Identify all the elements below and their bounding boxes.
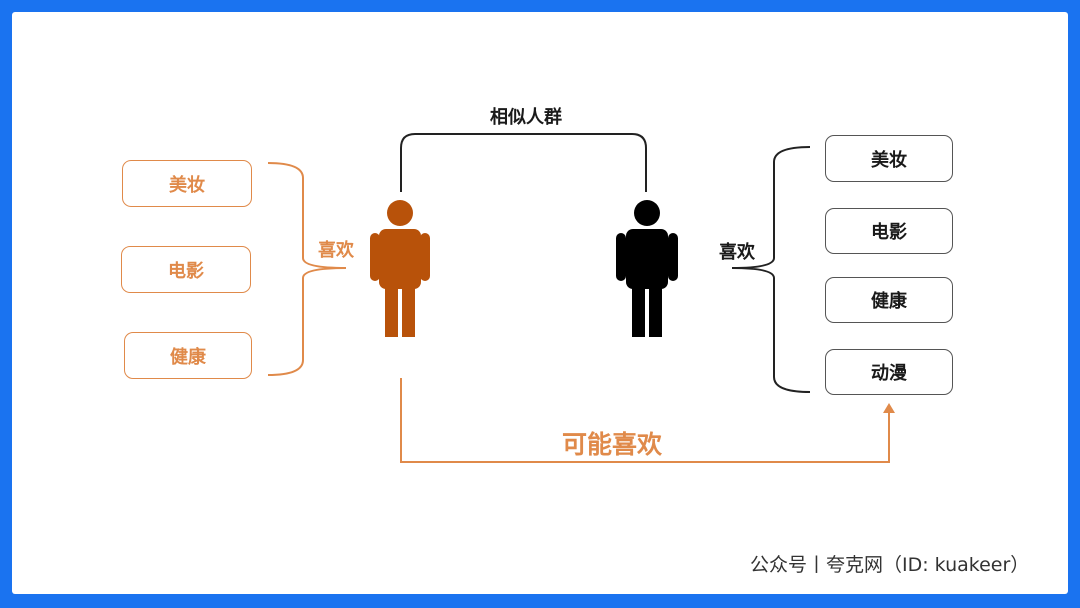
right-item-movies: 电影 (825, 208, 953, 254)
watermark-text: 公众号丨夸克网（ID: kuakeer） (750, 554, 1030, 576)
left-likes-label: 喜欢 (318, 240, 354, 261)
person-icon-right (616, 200, 678, 337)
right-likes-label: 喜欢 (719, 242, 755, 263)
left-item-health: 健康 (124, 332, 252, 379)
left-item-movies: 电影 (121, 246, 251, 293)
right-curly-bracket (731, 146, 811, 393)
similar-group-bracket (400, 133, 647, 192)
similar-group-label: 相似人群 (490, 107, 562, 128)
right-item-health: 健康 (825, 277, 953, 323)
right-item-makeup: 美妆 (825, 135, 953, 182)
arrow-head (883, 403, 895, 413)
may-like-label: 可能喜欢 (562, 430, 663, 459)
left-curly-bracket (267, 162, 347, 376)
diagram-canvas (12, 12, 1068, 594)
recommendation-arrow (400, 378, 890, 463)
left-item-makeup: 美妆 (122, 160, 252, 207)
right-item-anime: 动漫 (825, 349, 953, 395)
person-icon-left (370, 200, 430, 337)
